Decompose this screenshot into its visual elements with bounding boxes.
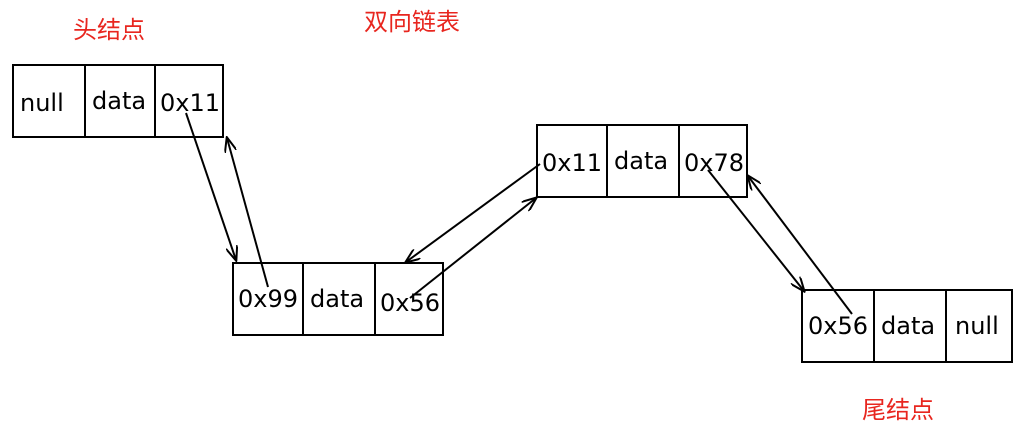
list-node-third: 0x11 data 0x78 — [536, 124, 748, 198]
head-node-label: 头结点 — [73, 16, 145, 44]
node-prev-cell: null — [14, 66, 86, 136]
node-next-cell: null — [947, 291, 1011, 361]
list-node-tail: 0x56 data null — [801, 289, 1013, 363]
prev-arrow-2 — [406, 163, 541, 262]
tail-node-label: 尾结点 — [862, 396, 934, 424]
node-next-pointer: null — [955, 312, 999, 340]
node-next-cell: 0x11 — [156, 66, 222, 136]
node-data-value: data — [92, 87, 147, 115]
node-data-value: data — [310, 285, 365, 313]
list-node-second: 0x99 data 0x56 — [232, 262, 444, 336]
node-prev-pointer: 0x56 — [808, 312, 869, 340]
node-next-cell: 0x56 — [376, 264, 442, 334]
node-next-pointer: 0x78 — [684, 149, 745, 177]
node-data-cell: data — [86, 66, 156, 136]
node-prev-cell: 0x99 — [234, 264, 304, 334]
diagram-title: 双向链表 — [364, 8, 460, 36]
node-prev-pointer: null — [20, 89, 64, 117]
node-prev-pointer: 0x11 — [542, 149, 603, 177]
list-node-head: null data 0x11 — [12, 64, 224, 138]
node-data-cell: data — [875, 291, 947, 361]
node-prev-pointer: 0x99 — [238, 285, 299, 313]
node-data-cell: data — [608, 126, 680, 196]
node-prev-cell: 0x11 — [538, 126, 608, 196]
node-prev-cell: 0x56 — [803, 291, 875, 361]
node-data-value: data — [881, 312, 936, 340]
node-next-pointer: 0x56 — [380, 289, 441, 317]
node-data-value: data — [614, 147, 669, 175]
node-data-cell: data — [304, 264, 376, 334]
node-next-pointer: 0x11 — [160, 89, 221, 117]
node-next-cell: 0x78 — [680, 126, 746, 196]
